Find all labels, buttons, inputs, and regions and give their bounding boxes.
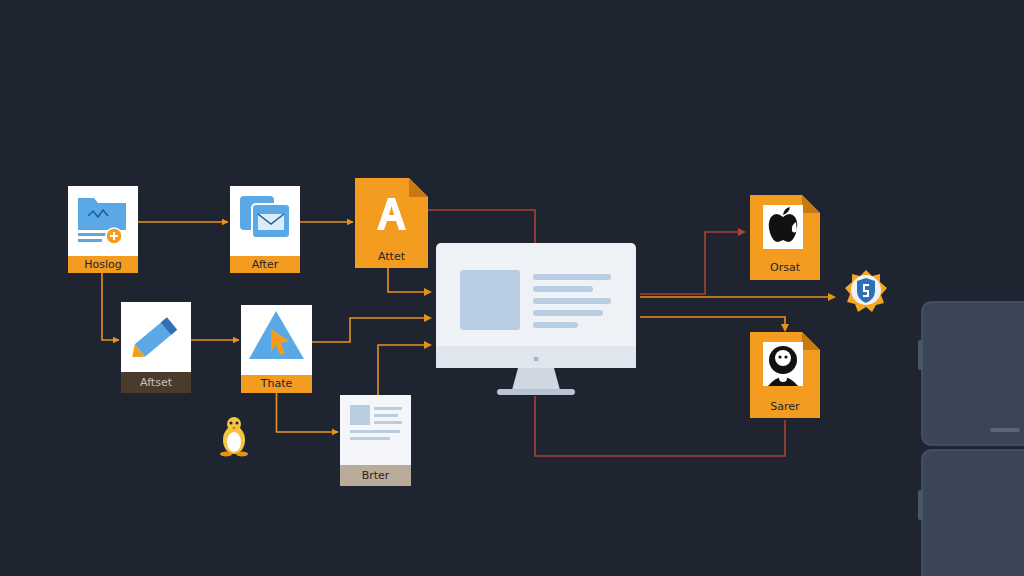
node-label: Aftset	[121, 376, 191, 390]
penguin-icon	[220, 417, 248, 457]
server-rack	[918, 302, 1024, 576]
connector	[191, 339, 239, 341]
node-label: Brter	[340, 469, 411, 483]
document-node: Attet	[355, 178, 428, 268]
connector	[277, 393, 339, 432]
card-node: Brter	[340, 395, 411, 486]
node-label: Orsat	[750, 261, 820, 275]
node-label: Hoslog	[68, 258, 138, 272]
card-node: Aftset	[121, 302, 191, 393]
document-node: Orsat	[750, 195, 820, 280]
node-label: Attet	[355, 250, 428, 264]
connector	[138, 221, 228, 223]
document-node: Sarer	[750, 332, 820, 418]
connector	[102, 273, 119, 340]
node-label: After	[230, 258, 300, 272]
card-node: After	[230, 186, 300, 273]
card-node: Hoslog	[68, 186, 138, 273]
shield-icon	[845, 270, 887, 312]
connector	[300, 221, 353, 223]
node-label: Thate	[241, 377, 312, 391]
card-node: Thate	[241, 305, 312, 393]
monitor	[436, 243, 636, 395]
node-label: Sarer	[750, 400, 820, 414]
